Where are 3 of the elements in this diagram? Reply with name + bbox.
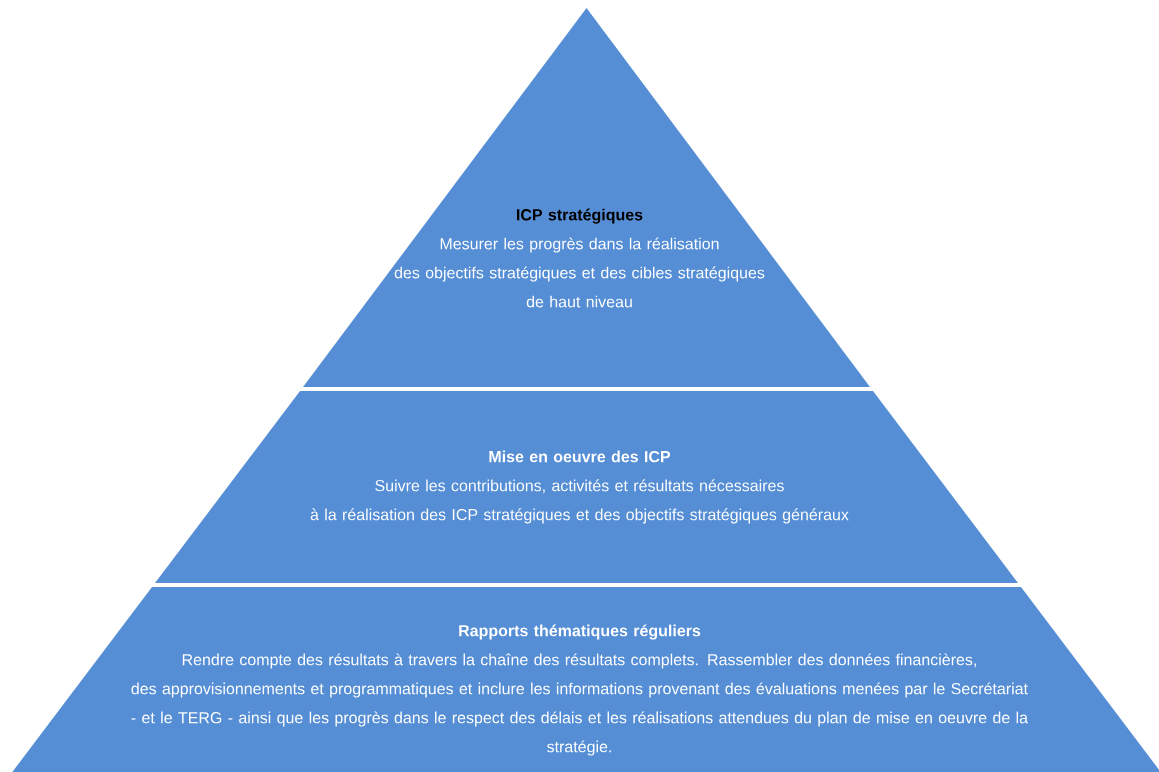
pyramid-level: ICP stratégiques Mesurer les progrès dans la réalisation des objectifs stratégiques et des cibles stratégiques de haut niveau: [303, 8, 870, 387]
pyramid-level: Mise en oeuvre des ICP Suivre les contributions, activités et résultats nécessaires à la réalisation des ICP stratégiques et des objectifs stratégiques généraux: [155, 391, 1018, 583]
pyramid-level: Rapports thématiques réguliers Rendre compte des résultats à travers la chaîne des résultats complets. Rassembler des données financières, des approvisionnements et programmatiques et inclure les informations provenant des évaluations menées par le Secrétariat - et le TERG - ainsi que les progrès dans le respect des délais et les réalisations attendues du plan de mise en oeuvre de la stratégie.: [12, 587, 1159, 772]
